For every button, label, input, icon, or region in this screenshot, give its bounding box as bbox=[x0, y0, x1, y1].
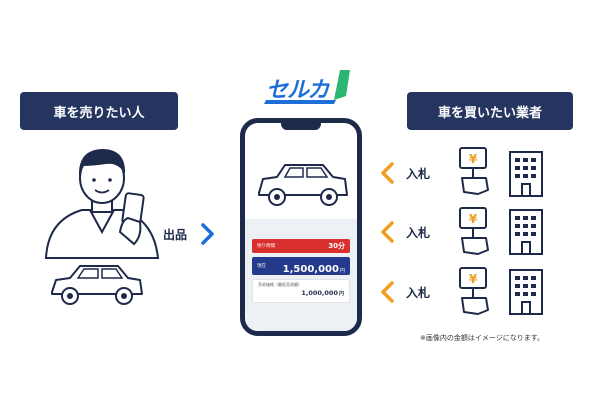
person-with-phone-icon bbox=[44, 149, 160, 259]
buyer-banner: 車を買いたい業者 bbox=[407, 92, 573, 130]
selca-logo: セルカ bbox=[262, 66, 352, 106]
phone-mockup: 残り時間 30分 現在 1,500,000円 売却価格（最低売却額） 1,000… bbox=[240, 118, 362, 336]
hand-yen-sign-icon: ¥ bbox=[459, 267, 489, 315]
building-icon bbox=[509, 269, 543, 315]
svg-text:¥: ¥ bbox=[469, 212, 478, 226]
current-price-bar: 現在 1,500,000円 bbox=[252, 257, 350, 275]
svg-text:¥: ¥ bbox=[469, 272, 478, 286]
seller-banner-label: 車を売りたい人 bbox=[53, 105, 145, 121]
current-price-unit: 円 bbox=[339, 267, 345, 274]
remaining-time-bar: 残り時間 30分 bbox=[252, 239, 350, 253]
current-price-label: 現在 bbox=[257, 264, 266, 269]
hand-yen-sign-icon: ¥ bbox=[459, 207, 489, 255]
remaining-time-value: 30分 bbox=[328, 242, 345, 250]
bid-label: 入札 bbox=[406, 226, 431, 240]
seller-banner: 車を売りたい人 bbox=[20, 92, 178, 130]
chevron-left-icon bbox=[381, 281, 394, 303]
bid-label: 入札 bbox=[406, 286, 431, 300]
bid-label: 入札 bbox=[406, 167, 431, 181]
image-disclaimer-note: ※画像内の金額はイメージになります。 bbox=[420, 334, 545, 342]
building-icon bbox=[509, 209, 543, 255]
building-icon bbox=[509, 151, 543, 197]
remaining-time-label: 残り時間 bbox=[257, 244, 275, 249]
current-price-value: 1,500,000 bbox=[282, 263, 339, 275]
phone-auction-panel bbox=[245, 219, 357, 331]
seller-car-icon bbox=[51, 265, 143, 305]
min-price-unit: 円 bbox=[338, 291, 344, 297]
logo-swoosh-icon bbox=[264, 70, 350, 104]
phone-notch bbox=[281, 122, 321, 130]
min-price-value: 1,000,000 bbox=[301, 289, 338, 297]
chevron-left-icon bbox=[381, 221, 394, 243]
phone-car-area bbox=[245, 123, 357, 219]
chevron-left-icon bbox=[381, 162, 394, 184]
min-price-label: 売却価格（最低売却額） bbox=[258, 282, 302, 287]
min-price-box: 売却価格（最低売却額） 1,000,000円 bbox=[252, 279, 350, 303]
hand-yen-sign-icon: ¥ bbox=[459, 147, 489, 195]
phone-car-icon bbox=[258, 164, 348, 206]
buyer-banner-label: 車を買いたい業者 bbox=[437, 105, 542, 121]
logo-text: セルカ bbox=[266, 78, 329, 103]
chevron-right-icon bbox=[201, 223, 214, 245]
listing-label: 出品 bbox=[163, 228, 188, 242]
svg-text:¥: ¥ bbox=[469, 152, 478, 166]
